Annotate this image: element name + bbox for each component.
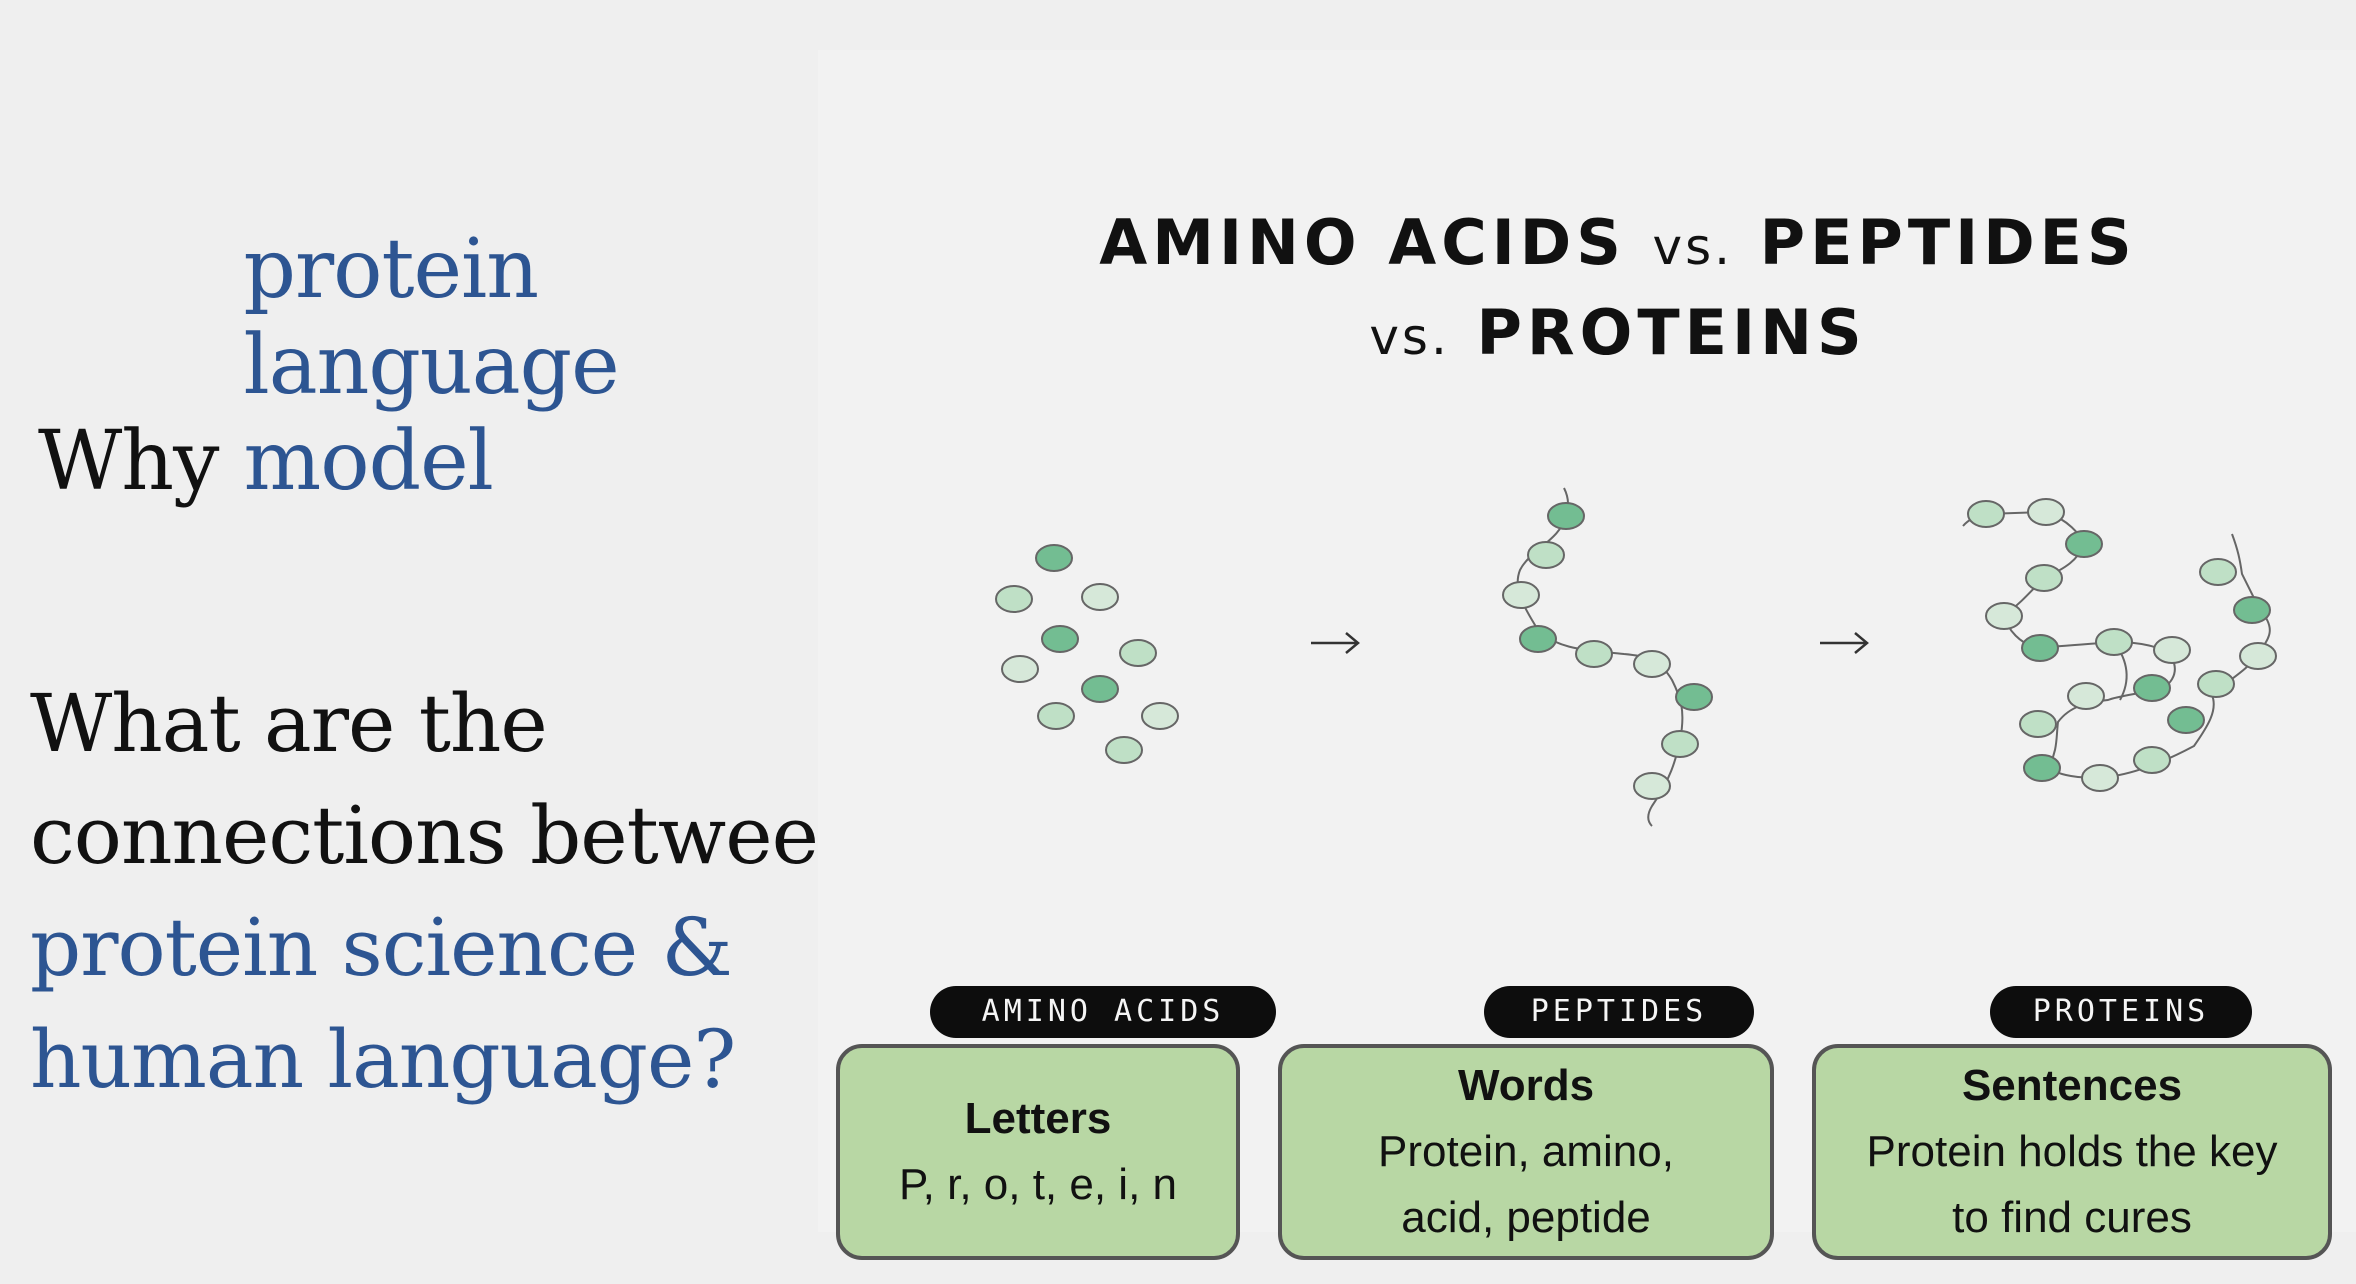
bead [2025, 564, 2063, 592]
question-connections: What are the connections between protein… [30, 668, 869, 1116]
diagram-panel: AMINO ACIDS vs. PEPTIDES vs. PROTEINS [818, 50, 2356, 1260]
bead [1661, 730, 1699, 758]
bead [1575, 640, 1613, 668]
question-why-plm: Why protein language model? [38, 222, 927, 510]
bead [1967, 500, 2005, 528]
right-arrow-icon [1820, 632, 1869, 654]
q1-lead: Why [38, 414, 244, 509]
diagram-title: AMINO ACIDS vs. PEPTIDES vs. PROTEINS [818, 200, 2356, 380]
protein-folded-chain [1962, 498, 2277, 792]
tag-peptides: PEPTIDES [1484, 986, 1754, 1038]
title-line2: vs. PROTEINS [818, 290, 2356, 380]
bead [1001, 655, 1039, 683]
bead [2065, 530, 2103, 558]
bead [2067, 682, 2105, 710]
q1-highlight: protein language model [243, 222, 619, 509]
bead [2153, 636, 2191, 664]
title-vs-1: vs. [1652, 218, 1734, 276]
bead [1041, 625, 1079, 653]
title-proteins: PROTEINS [1476, 296, 1867, 369]
card-words-heading: Words [1457, 1061, 1595, 1110]
bead [1633, 650, 1671, 678]
card-words-line1: Protein, amino, [1378, 1127, 1674, 1176]
bead [2023, 754, 2061, 782]
bead [1675, 683, 1713, 711]
bead [2197, 670, 2235, 698]
card-sentences-heading: Sentences [1961, 1061, 2183, 1110]
bead [1985, 602, 2023, 630]
tag-amino-acids: AMINO ACIDS [930, 986, 1276, 1038]
card-sentences-line2: to find cures [1952, 1193, 2192, 1242]
bead [2167, 706, 2205, 734]
peptide-chain [1502, 487, 1713, 827]
q2-line4: human language? [30, 1013, 736, 1106]
bead [1105, 736, 1143, 764]
bead [995, 585, 1033, 613]
title-peptides: PEPTIDES [1759, 206, 2137, 279]
bead [2199, 558, 2237, 586]
card-sentences: Sentences Protein holds the key to find … [1812, 1044, 2332, 1260]
card-letters-heading: Letters [964, 1094, 1112, 1143]
q2-line1: What are the [30, 677, 548, 770]
tag-proteins: PROTEINS [1990, 986, 2252, 1038]
card-letters-line1: P, r, o, t, e, i, n [898, 1160, 1177, 1209]
bead [1037, 702, 1075, 730]
bead [1141, 702, 1179, 730]
bead [2019, 710, 2057, 738]
title-line1: AMINO ACIDS vs. PEPTIDES [818, 200, 2356, 290]
q2-line3: protein science & [30, 901, 733, 994]
bead [1119, 639, 1157, 667]
card-words: Words Protein, amino, acid, peptide [1278, 1044, 1774, 1260]
bead [2239, 642, 2277, 670]
bead [1547, 502, 1585, 530]
bead [2095, 628, 2133, 656]
bead [2081, 764, 2119, 792]
bead [1519, 625, 1557, 653]
title-amino-acids: AMINO ACIDS [1099, 206, 1626, 279]
bead [2233, 596, 2271, 624]
bead [1081, 675, 1119, 703]
card-words-line2: acid, peptide [1401, 1193, 1651, 1242]
right-arrow-icon [1311, 632, 1360, 654]
card-sentences-line1: Protein holds the key [1866, 1127, 2278, 1176]
bead [2133, 746, 2171, 774]
amino-acids-cluster [995, 544, 1179, 764]
bead [1035, 544, 1073, 572]
bead [2021, 634, 2059, 662]
q2-line2: connections between [30, 789, 869, 882]
molecule-illustration [995, 487, 2277, 827]
bead [2133, 674, 2171, 702]
bead [2027, 498, 2065, 526]
bead [1502, 581, 1540, 609]
card-letters: Letters P, r, o, t, e, i, n [836, 1044, 1240, 1260]
bead [1527, 541, 1565, 569]
bead [1081, 583, 1119, 611]
bead [1633, 772, 1671, 800]
title-vs-2: vs. [1369, 308, 1450, 366]
